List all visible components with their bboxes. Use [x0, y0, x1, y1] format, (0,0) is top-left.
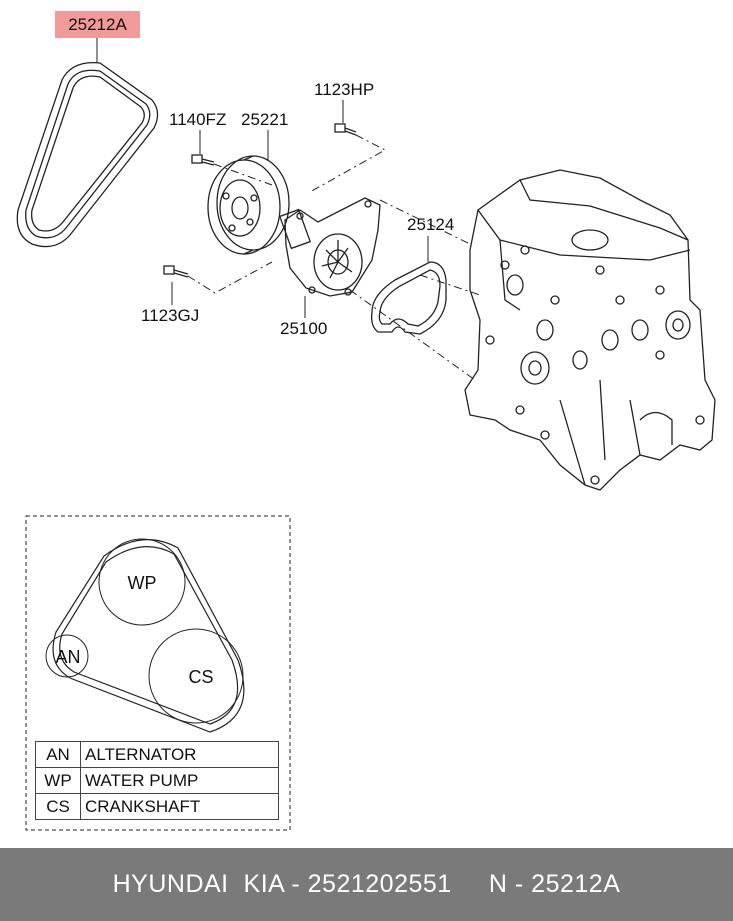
callout-25221[interactable]: 25221 — [241, 110, 289, 129]
bolt-1123hp-drawing — [334, 123, 357, 136]
callout-belt-25212a[interactable]: 25212A — [55, 11, 140, 38]
callout-1140fz[interactable]: 1140FZ — [169, 110, 227, 129]
legend-row: AN ALTERNATOR — [35, 741, 279, 768]
water-pump-drawing — [278, 197, 381, 297]
routing-label-an: AN — [55, 647, 80, 667]
drive-belt-drawing — [16, 61, 159, 248]
routing-label-wp: WP — [128, 573, 157, 593]
bolt-1140fz-drawing — [191, 154, 215, 166]
callout-1123gj[interactable]: 1123GJ — [141, 306, 200, 325]
footer-text: HYUNDAI KIA - 2521202551 N - 25212A — [112, 870, 621, 898]
engine-block-drawing — [464, 169, 716, 491]
legend-name: WATER PUMP — [80, 767, 279, 794]
bolt-1123gj-drawing — [163, 265, 189, 278]
legend-name: CRANKSHAFT — [80, 793, 279, 820]
gasket-drawing — [370, 261, 447, 335]
leader-lines — [96, 38, 429, 318]
pulley-drawing — [207, 155, 290, 255]
legend-code: CS — [35, 793, 81, 820]
belt-routing-box — [25, 515, 291, 831]
legend-code: WP — [35, 767, 81, 794]
routing-label-cs: CS — [188, 667, 213, 687]
legend-row: CS CRANKSHAFT — [35, 793, 279, 820]
footer-bar: HYUNDAI KIA - 2521202551 N - 25212A — [0, 848, 733, 921]
legend-code: AN — [35, 741, 81, 768]
legend-table: AN ALTERNATOR WP WATER PUMP CS CRANKSHAF… — [35, 741, 279, 820]
assembly-lines — [187, 134, 481, 381]
parts-diagram: WP AN CS — [16, 38, 716, 831]
callout-25100[interactable]: 25100 — [280, 319, 328, 338]
callout-25124[interactable]: 25124 — [407, 215, 455, 234]
legend-row: WP WATER PUMP — [35, 767, 279, 794]
legend-name: ALTERNATOR — [80, 741, 279, 768]
callout-1123hp[interactable]: 1123HP — [314, 80, 375, 99]
